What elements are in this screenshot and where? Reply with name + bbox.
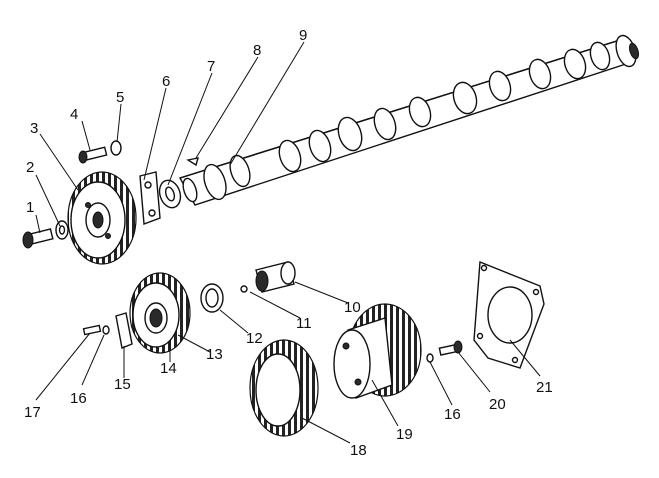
callout-8: 8 [253,42,261,59]
callout-12: 12 [246,330,263,347]
ring-gear [249,339,319,437]
callout-9: 9 [299,27,307,44]
callout-11: 11 [296,315,312,332]
woodruff-key [186,157,199,167]
lock-plate [115,312,133,349]
leader-lines [35,41,541,444]
callout-17: 17 [24,404,41,421]
callout-10: 10 [344,299,361,316]
callout-6: 6 [162,73,170,90]
screw-washer [110,140,122,156]
callout-5: 5 [116,89,124,106]
callout-7: 7 [207,58,215,75]
callout-labels: 1 2 3 4 5 6 7 8 9 10 11 12 13 14 15 16 1… [24,27,553,459]
callout-2: 2 [26,159,34,176]
cover-gasket [473,260,545,369]
bolt-washer [55,220,69,240]
cover-bolt [438,340,463,356]
callout-1: 1 [26,199,34,216]
pin-right [426,353,434,363]
idler-shaft [255,261,296,293]
idler-gear [129,272,191,354]
thrust-washer [158,179,182,209]
small-screw [82,324,110,336]
camshaft-gear [67,171,137,265]
camshaft [178,34,640,206]
spacer-ring [200,283,224,313]
callout-18: 18 [350,442,367,459]
callout-20: 20 [489,396,506,413]
callout-14: 14 [160,360,177,377]
thrust-plate [139,171,161,225]
locating-pin [240,285,248,293]
callout-19: 19 [396,426,413,443]
callout-16-right: 16 [444,406,461,423]
callout-15: 15 [114,376,131,393]
callout-4: 4 [70,106,78,123]
callout-21: 21 [536,379,553,396]
crank-gear [333,303,422,399]
gear-bolt [22,228,54,249]
callout-3: 3 [30,120,38,137]
callout-13: 13 [206,346,223,363]
plate-screw [78,146,108,164]
callout-16-left: 16 [70,390,87,407]
